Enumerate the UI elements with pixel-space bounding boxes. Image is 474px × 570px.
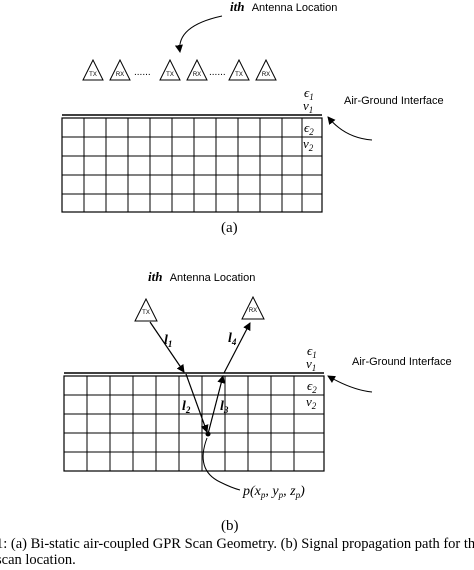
svg-text:TX: TX <box>89 72 97 78</box>
antenna-rx-3: RX <box>255 58 277 81</box>
panel-b: ith Antenna Location TX RX <box>63 269 452 534</box>
eps1-label-b: ϵ1 <box>307 343 317 360</box>
point-pointer-curve <box>202 437 241 491</box>
panel-a: ith Antenna Location TX RX ...... TX RX <box>61 0 444 236</box>
ground-grid-b <box>63 375 325 472</box>
interface-pointer-arrow-b <box>327 375 373 393</box>
caption-line-2: scan location. <box>0 552 76 568</box>
ray-l2 <box>185 373 209 433</box>
antenna-location-label-b: ith Antenna Location <box>148 269 255 284</box>
l4-label: l4 <box>228 331 237 347</box>
antenna-row-a: TX RX ...... TX RX ...... TX RX <box>82 58 277 81</box>
antenna-location-label-a: ith Antenna Location <box>230 0 337 14</box>
eps2-label-b: ϵ2 <box>307 378 317 395</box>
v1-label-b: v1 <box>306 356 316 373</box>
caption-line-1: 1: (a) Bi-static air-coupled GPR Scan Ge… <box>0 536 474 552</box>
svg-text:RX: RX <box>193 72 201 78</box>
antenna-rx-2: RX <box>186 58 208 81</box>
l1-label: l1 <box>164 333 172 349</box>
interface-pointer-arrow-a <box>327 116 373 141</box>
ray-l1 <box>149 321 185 373</box>
eps1-label-a: ϵ1 <box>304 85 314 102</box>
l2-label: l2 <box>182 399 191 415</box>
l3-label: l3 <box>220 399 229 415</box>
point-label: p(xp, yp, zp) <box>242 484 305 500</box>
v1-label-a: v1 <box>303 98 313 115</box>
svg-text:TX: TX <box>166 72 174 78</box>
svg-text:TX: TX <box>142 310 150 316</box>
svg-text:RX: RX <box>116 72 124 78</box>
target-point <box>205 431 211 437</box>
antenna-rx-b: RX <box>241 295 265 320</box>
svg-text:RX: RX <box>262 72 270 78</box>
antenna-tx-b: TX <box>134 297 158 322</box>
antenna-pointer-arrow-a <box>174 15 223 53</box>
v2-label-a: v2 <box>303 136 314 153</box>
svg-text:RX: RX <box>249 308 257 314</box>
ground-grid-a <box>61 117 323 213</box>
svg-text:TX: TX <box>235 72 243 78</box>
antenna-tx-3: TX <box>228 58 250 81</box>
v2-label-b: v2 <box>306 394 317 411</box>
antenna-dots-1: ...... <box>134 67 151 78</box>
antenna-tx-2: TX <box>159 58 181 81</box>
ray-l4 <box>223 322 251 374</box>
antenna-rx-1: RX <box>109 58 131 81</box>
antenna-tx-1: TX <box>82 58 104 81</box>
panel-label-a: (a) <box>221 220 238 236</box>
interface-label-b: Air-Ground Interface <box>352 356 452 368</box>
interface-label-a: Air-Ground Interface <box>344 95 444 107</box>
figure-caption: 1: (a) Bi-static air-coupled GPR Scan Ge… <box>0 536 474 568</box>
ray-l3 <box>207 375 226 435</box>
eps2-label-a: ϵ2 <box>304 120 314 137</box>
panel-label-b: (b) <box>221 518 239 534</box>
antenna-dots-2: ...... <box>209 67 226 78</box>
